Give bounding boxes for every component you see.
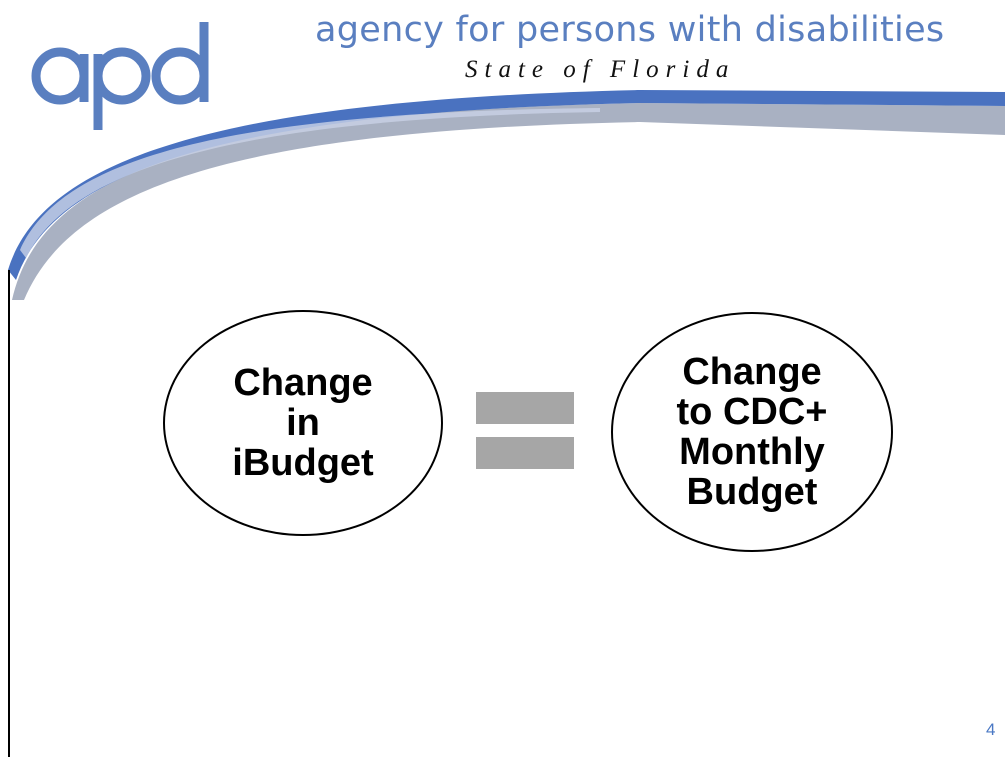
swoosh-gray-band: [12, 103, 1005, 300]
left-border-line: [8, 270, 10, 757]
right-node-line: Change: [682, 351, 822, 393]
state-name: State of Florida: [465, 56, 736, 83]
right-node-line: Monthly: [679, 431, 825, 473]
left-node-line: Change: [233, 362, 373, 404]
left-node-line: in: [286, 402, 320, 444]
right-node-line: Budget: [686, 471, 818, 513]
apd-logo: [30, 18, 220, 138]
page-number: 4: [986, 720, 996, 739]
change-to-cdc-monthly-budget-circle: Change to CDC+ Monthly Budget: [611, 312, 893, 552]
equals-sign-top-bar: [476, 392, 574, 424]
header-swoosh: [0, 0, 1005, 300]
change-in-ibudget-text: Change in iBudget: [232, 363, 373, 483]
left-node-line: iBudget: [232, 442, 374, 484]
equals-sign-bottom-bar: [476, 437, 574, 469]
apd-logo-graphic: [31, 22, 209, 130]
change-in-ibudget-circle: Change in iBudget: [163, 310, 443, 536]
agency-name: agency for persons with disabilities: [315, 10, 945, 50]
right-node-line: to CDC+: [676, 391, 828, 433]
change-to-cdc-monthly-budget-text: Change to CDC+ Monthly Budget: [677, 352, 828, 512]
